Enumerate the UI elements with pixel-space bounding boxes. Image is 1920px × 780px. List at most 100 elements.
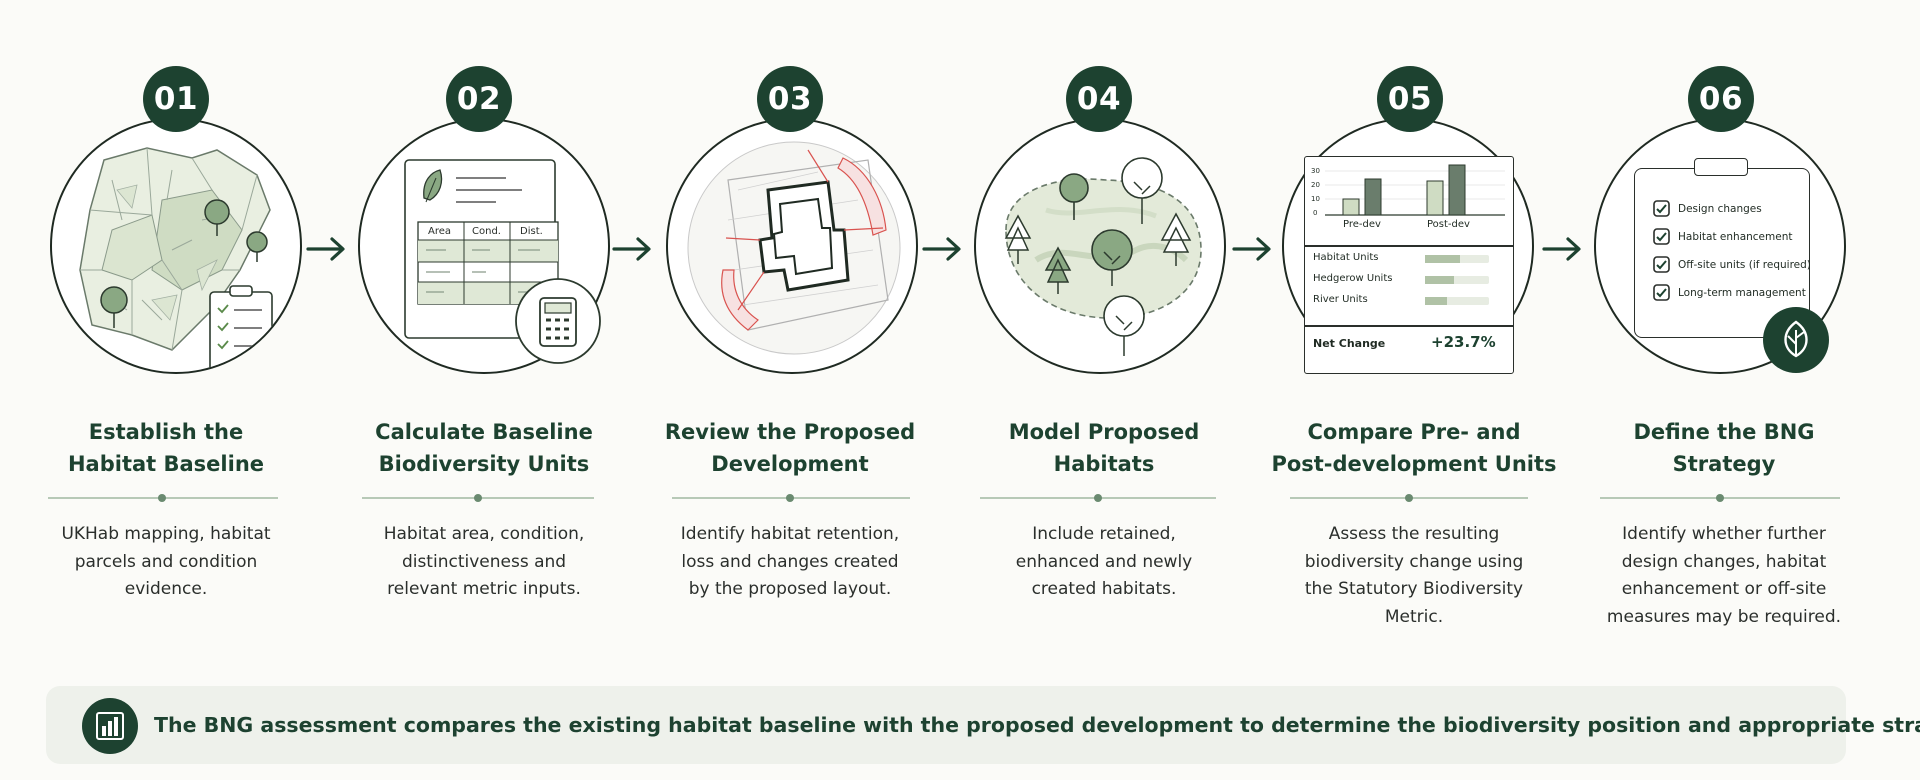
calculator-icon	[515, 278, 601, 364]
clipboard-icon	[1634, 168, 1810, 338]
step-title: Compare Pre- and Post-development Units	[1264, 416, 1564, 480]
step-title-line: Post-development Units	[1271, 452, 1557, 476]
desc-line: relevant metric inputs.	[387, 579, 581, 599]
desc-line: created habitats.	[1031, 579, 1177, 599]
step-description: Assess the resulting biodiversity change…	[1264, 521, 1564, 631]
row-label: Hedgerow Units	[1313, 273, 1393, 284]
step-title-line: Habitats	[1053, 452, 1155, 476]
summary-text: The BNG assessment compares the existing…	[154, 713, 1920, 737]
desc-line: measures may be required.	[1606, 606, 1842, 627]
y-tick: 30	[1311, 167, 1320, 175]
divider-dot	[1405, 494, 1413, 502]
y-tick: 0	[1313, 209, 1318, 217]
step-title-line: Strategy	[1672, 452, 1776, 476]
step-description: Habitat area, condition, distinctiveness…	[334, 521, 634, 604]
desc-line: Identify habitat retention,	[680, 524, 900, 544]
desc-line: by the proposed layout.	[688, 579, 892, 599]
step-number-badge: 05	[1377, 66, 1443, 132]
desc-line: Assess the resulting	[1328, 524, 1500, 544]
check-box-icon	[1653, 284, 1670, 301]
row-label: River Units	[1313, 294, 1368, 305]
desc-line: parcels and condition	[74, 551, 258, 572]
arrow-right-icon	[306, 237, 345, 261]
desc-line: Identify whether further	[1622, 524, 1826, 544]
step-number-badge: 06	[1688, 66, 1754, 132]
step-title: Calculate Baseline Biodiversity Units	[334, 416, 634, 480]
step-illustration	[50, 118, 302, 374]
step-title: Establish the Habitat Baseline	[16, 416, 316, 480]
checklist-item: Long-term management	[1678, 287, 1806, 299]
desc-line: design changes, habitat	[1621, 551, 1827, 572]
step-title-line: Compare Pre- and	[1307, 420, 1521, 444]
bar-chart-icon	[82, 698, 138, 754]
arrow-right-icon	[612, 237, 651, 261]
clipboard-checklist-icon	[209, 285, 273, 372]
divider-dot	[1094, 494, 1102, 502]
checklist-item: Habitat enhancement	[1678, 231, 1793, 243]
clipboard-clip	[1694, 158, 1748, 176]
step-title-line: Biodiversity Units	[378, 452, 590, 476]
y-tick: 20	[1311, 181, 1320, 189]
table-header-cond: Cond.	[472, 226, 501, 237]
tree-icon	[100, 199, 268, 328]
net-change-label: Net Change	[1313, 337, 1386, 350]
desc-line: distinctiveness and	[401, 551, 567, 572]
summary-banner: The BNG assessment compares the existing…	[46, 686, 1920, 764]
step-title-line: Habitat Baseline	[67, 452, 265, 476]
step-illustration	[974, 118, 1226, 374]
tree-icon	[1004, 157, 1192, 356]
desc-line: Habitat area, condition,	[383, 524, 585, 544]
leaf-badge-icon	[1763, 307, 1829, 373]
desc-line: the Statutory Biodiversity	[1304, 579, 1524, 599]
net-change-value: +23.7%	[1431, 333, 1496, 351]
bar-chart-icon	[1325, 164, 1505, 216]
category-label: Post-dev	[1427, 219, 1470, 230]
y-tick: 10	[1311, 195, 1320, 203]
table-header-dist: Dist.	[520, 226, 543, 237]
desc-line: biodiversity change using	[1304, 551, 1524, 572]
desc-line: loss and changes created	[681, 551, 899, 572]
step-description: Identify whether further design changes,…	[1574, 521, 1874, 631]
desc-line: UKHab mapping, habitat	[61, 524, 271, 544]
step-title-line: Define the BNG	[1633, 420, 1815, 444]
step-title: Review the Proposed Development	[640, 416, 940, 480]
step-title: Model Proposed Habitats	[954, 416, 1254, 480]
desc-line: Metric.	[1384, 606, 1444, 627]
divider-dot	[158, 494, 166, 502]
progress-bar	[1425, 255, 1489, 263]
desc-line: evidence.	[124, 579, 208, 599]
step-title-line: Establish the	[88, 420, 244, 444]
desc-line: Include retained,	[1032, 524, 1176, 544]
table-header-area: Area	[428, 226, 452, 237]
divider-dot	[474, 494, 482, 502]
document-table-icon	[404, 159, 559, 339]
step-description: Include retained, enhanced and newly cre…	[954, 521, 1254, 604]
arrow-right-icon	[1232, 237, 1271, 261]
step-number-badge: 03	[757, 66, 823, 132]
progress-bar	[1425, 297, 1489, 305]
step-number-badge: 02	[446, 66, 512, 132]
bar-post-dev-proposed	[1448, 164, 1466, 216]
progress-bar	[1425, 276, 1489, 284]
divider-dot	[786, 494, 794, 502]
check-box-icon	[1653, 256, 1670, 273]
step-title: Define the BNG Strategy	[1574, 416, 1874, 480]
step-description: UKHab mapping, habitat parcels and condi…	[16, 521, 316, 604]
desc-line: enhancement or off-site	[1621, 579, 1827, 599]
step-number-badge: 04	[1066, 66, 1132, 132]
desc-line: enhanced and newly	[1015, 551, 1193, 572]
step-number-badge: 01	[143, 66, 209, 132]
step-title-line: Calculate Baseline	[375, 420, 593, 444]
step-title-line: Development	[711, 452, 869, 476]
site-plan-icon	[687, 141, 901, 355]
row-label: Habitat Units	[1313, 252, 1379, 263]
divider-dot	[1716, 494, 1724, 502]
check-box-icon	[1653, 228, 1670, 245]
step-title-line: Review the Proposed	[664, 420, 916, 444]
arrow-right-icon	[1542, 237, 1581, 261]
leaf-icon	[423, 169, 443, 203]
step-illustration	[666, 118, 918, 374]
bar-post-dev-baseline	[1426, 180, 1444, 216]
bar-pre-dev-proposed	[1364, 178, 1382, 216]
category-label: Pre-dev	[1343, 219, 1381, 230]
